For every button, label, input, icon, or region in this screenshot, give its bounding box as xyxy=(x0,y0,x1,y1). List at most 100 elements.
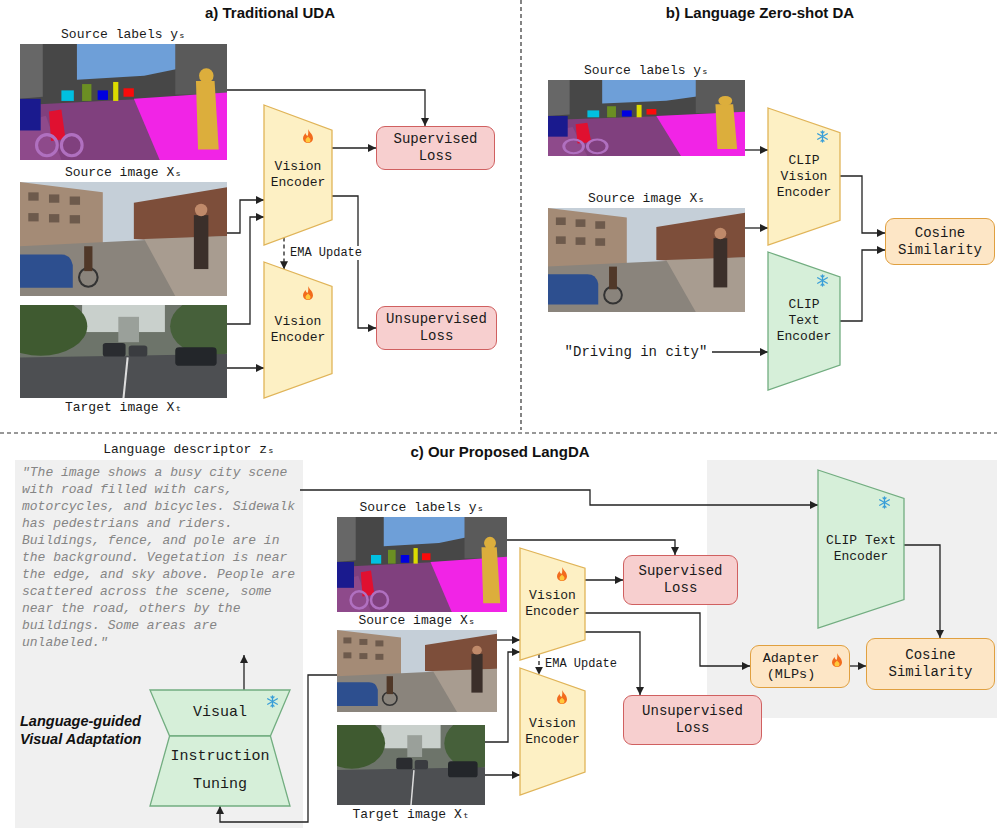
image-panel-text: Source labels yₛ xyxy=(548,63,745,78)
snowflake-stroke xyxy=(818,278,828,284)
encoder-trapezoid: Vision Encoder xyxy=(264,262,332,398)
target-photo-image xyxy=(0,297,253,398)
loss-box: Unsupervised Loss xyxy=(376,306,497,350)
loss-box-text: Supervised Loss xyxy=(630,563,731,597)
connector-arrow xyxy=(497,639,520,640)
snowflake-strokes xyxy=(818,131,828,142)
panel-heading: a) Traditional UDA xyxy=(110,4,430,22)
language-region-text: Language-guided Visual Adaptation xyxy=(20,712,146,748)
snowflake-stroke xyxy=(268,699,278,705)
descriptor-text-box: "The image shows a busy city scene with … xyxy=(22,464,300,655)
fire-icon-inner xyxy=(306,294,311,300)
image-panel: Source labels yₛ xyxy=(548,80,745,156)
snowflake-stroke xyxy=(818,278,828,284)
tuning-trapezoid-outline xyxy=(150,736,290,806)
image-panel: Source labels yₛ xyxy=(337,517,507,612)
snowflake-icon xyxy=(878,496,891,509)
connector-arrow xyxy=(840,176,885,233)
ema-update-arrow xyxy=(283,238,284,270)
label-map-image xyxy=(548,80,745,156)
encoder-trapezoid-text: CLIP Vision Encoder xyxy=(771,153,837,201)
encoder-trapezoid-text: Vision Encoder xyxy=(267,314,329,346)
loss-box-text: Supervised Loss xyxy=(383,131,488,165)
fire-icon-outer xyxy=(832,653,842,667)
encoder-trapezoid: CLIP Text Encoder xyxy=(818,470,904,628)
tuning-trapezoid-text: Instruction Tuning xyxy=(166,743,274,799)
fire-icon xyxy=(556,690,568,704)
encoder-trapezoid-shape xyxy=(520,668,585,795)
encoder-trapezoid-text: CLIP Text Encoder xyxy=(821,533,901,565)
similarity-box-text: Cosine Similarity xyxy=(873,647,988,681)
snowflake-stroke xyxy=(268,699,278,705)
connector-arrow xyxy=(850,665,866,666)
tuning-trapezoid-shape xyxy=(150,736,290,806)
language-region: Language descriptor zₛLanguage-guided Vi… xyxy=(15,440,303,828)
similarity-box: Cosine Similarity xyxy=(866,638,995,690)
encoder-trapezoid: Vision Encoder xyxy=(520,668,585,795)
image-panel-text: Source image Xₛ xyxy=(548,191,745,206)
tuning-trapezoid: Instruction Tuning xyxy=(150,736,290,806)
snowflake-stroke xyxy=(271,697,274,698)
image-panel-text: Source image Xₛ xyxy=(20,165,227,180)
connector-arrow xyxy=(745,227,768,228)
fire-icon-outer xyxy=(303,129,313,143)
fire-icon-inner xyxy=(560,698,565,704)
connector-arrow xyxy=(585,579,623,580)
snowflake-stroke xyxy=(818,134,828,140)
snowflake-stroke xyxy=(821,276,824,277)
encoder-trapezoid: CLIP Vision Encoder xyxy=(768,108,840,245)
connector-arrow xyxy=(227,217,264,324)
loss-box: Unsupervised Loss xyxy=(623,695,762,745)
source-photo-image xyxy=(337,630,497,712)
panel-heading: b) Language Zero-shot DA xyxy=(600,4,920,22)
fire-icon-inner xyxy=(306,137,311,143)
snowflake-stroke xyxy=(821,140,824,141)
fire-icon-outer xyxy=(557,567,567,581)
encoder-trapezoid-shape xyxy=(818,470,904,628)
fire-icon xyxy=(302,129,314,143)
snowflake-strokes xyxy=(268,696,278,707)
connector-arrow xyxy=(332,147,376,148)
fire-icon xyxy=(831,653,843,667)
prompt-text-box: "Driving in city" xyxy=(560,342,712,363)
panel-heading: c) Our Proposed LangDA xyxy=(340,443,660,461)
adapter-box: Adapter (MLPs) xyxy=(750,645,850,688)
snowflake-stroke xyxy=(883,506,886,507)
connector-arrow xyxy=(485,774,520,775)
image-panel-text: Source labels yₛ xyxy=(20,27,227,42)
source-photo-image xyxy=(20,182,227,296)
panel-divider xyxy=(520,0,521,430)
image-panel-text: Source labels yₛ xyxy=(337,500,507,515)
connector-arrow xyxy=(712,351,768,352)
source-photo-image xyxy=(337,630,497,712)
loss-box-text: Unsupervised Loss xyxy=(630,703,755,737)
connector-arrow xyxy=(745,149,768,150)
panel-divider xyxy=(0,432,997,433)
snowflake-stroke xyxy=(883,498,886,499)
snowflake-stroke xyxy=(818,134,828,140)
target-photo-image xyxy=(319,718,504,805)
snowflake-stroke xyxy=(880,500,890,506)
label-map-image xyxy=(548,80,745,156)
encoder-trapezoid-text: Vision Encoder xyxy=(523,588,582,620)
encoder-trapezoid-shape xyxy=(264,105,332,245)
encoder-trapezoid-text: CLIP Text Encoder xyxy=(771,297,837,345)
tuning-trapezoid-text: Visual xyxy=(193,704,247,722)
connector-arrow xyxy=(904,545,940,638)
tuning-trapezoid: Visual xyxy=(150,690,290,736)
snowflake-strokes xyxy=(880,497,890,508)
image-panel-text: Target image Xₜ xyxy=(20,400,227,415)
image-panel: Target image Xₜ xyxy=(337,725,485,805)
fire-icon-inner xyxy=(560,575,565,581)
fire-icon-inner xyxy=(835,661,840,667)
clip-region-background xyxy=(707,460,997,718)
encoder-trapezoid: Vision Encoder xyxy=(264,105,332,245)
connector-arrow xyxy=(227,367,264,368)
encoder-trapezoid-shape xyxy=(264,262,332,398)
encoder-trapezoid-shape xyxy=(520,548,585,660)
image-panel: Source image Xₛ xyxy=(20,182,227,296)
encoder-trapezoid-shape xyxy=(768,108,840,245)
descriptor-text-box-text: "The image shows a busy city scene with … xyxy=(22,464,300,651)
connector-arrow xyxy=(840,250,885,321)
